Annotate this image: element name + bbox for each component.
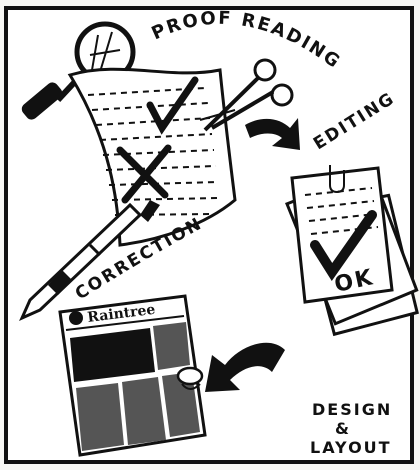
newspaper-logo-icon: [69, 311, 83, 325]
design-label: DESIGN: [312, 400, 392, 419]
layout-label: LAYOUT: [310, 438, 392, 457]
ampersand-label: &: [335, 419, 351, 438]
